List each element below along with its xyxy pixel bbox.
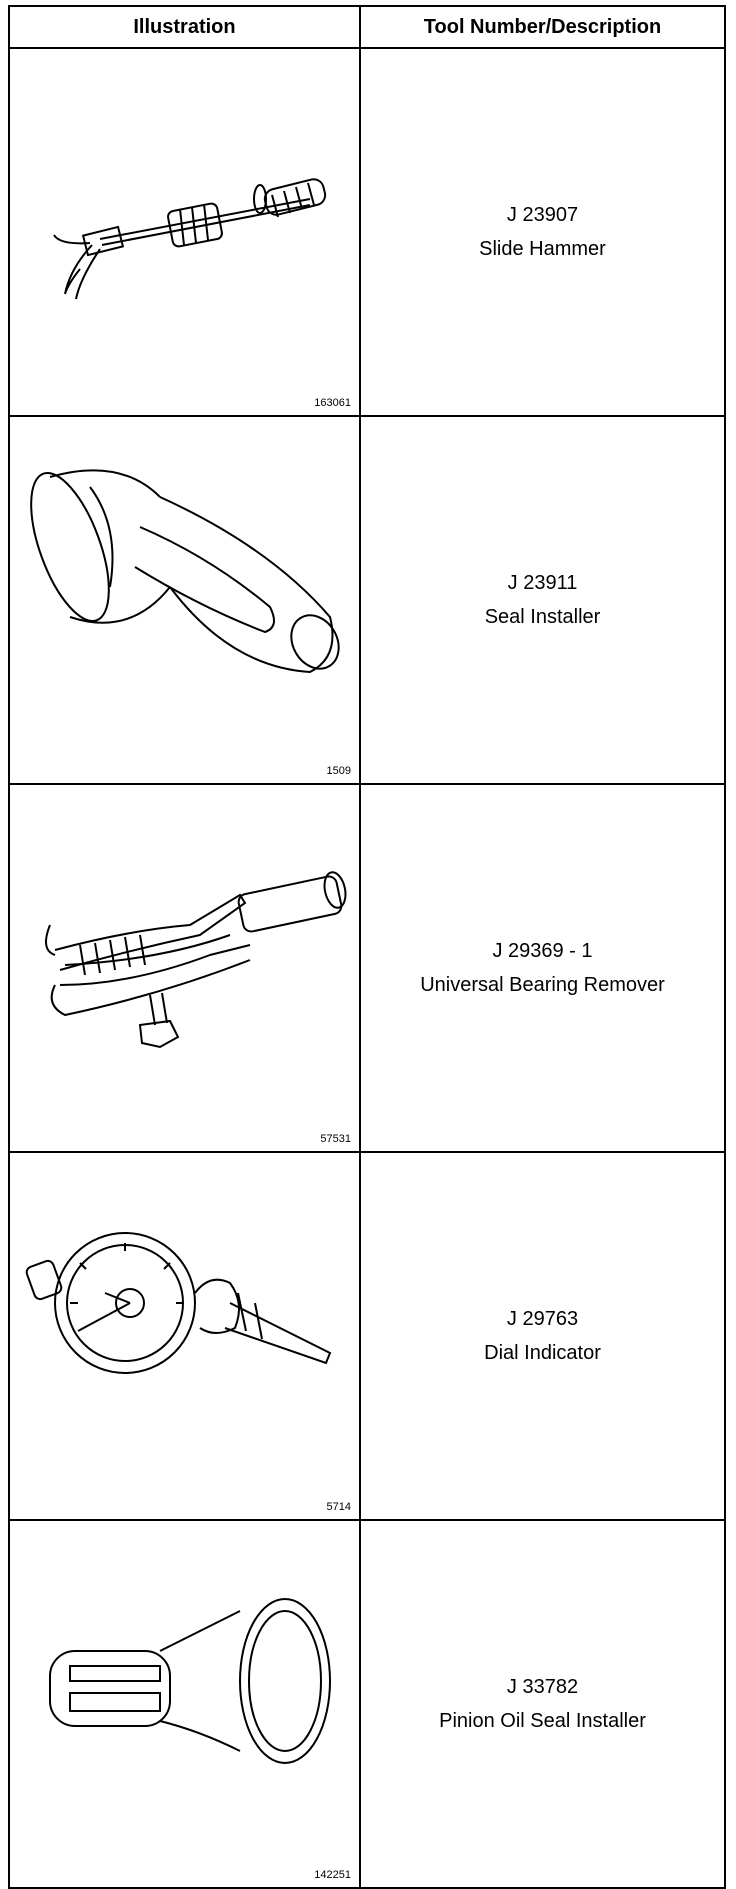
tool-name: Pinion Oil Seal Installer xyxy=(439,1710,646,1732)
tool-description-cell: J 23907 Slide Hammer xyxy=(361,49,724,415)
illustration-cell: 57531 xyxy=(10,785,361,1151)
tool-description-cell: J 29369 - 1 Universal Bearing Remover xyxy=(361,785,724,1151)
dial-indicator-icon xyxy=(25,1232,332,1374)
tool-number: J 23907 xyxy=(506,204,579,226)
illustration-cell: 142251 xyxy=(10,1521,361,1887)
table-row: 163061 J 23907 Slide Hammer xyxy=(10,49,724,417)
table-row: 57531 J 29369 - 1 Universal Bearing Remo… xyxy=(10,785,724,1153)
bearing-remover-icon xyxy=(45,871,347,1049)
figure-number: 57531 xyxy=(320,1133,351,1145)
illustration-cell: 1509 xyxy=(10,417,361,783)
tool-table: Illustration Tool Number/Description xyxy=(8,5,726,1889)
tool-number: J 29369 - 1 xyxy=(492,940,593,962)
tool-description-cell: J 29763 Dial Indicator xyxy=(361,1153,724,1519)
tool-name: Seal Installer xyxy=(484,606,601,628)
header-illustration: Illustration xyxy=(10,7,361,47)
tool-number: J 23911 xyxy=(507,572,578,594)
pinion-seal-installer-icon xyxy=(49,1598,331,1764)
illustration-cell: 5714 xyxy=(10,1153,361,1519)
seal-installer-icon xyxy=(30,469,340,674)
table-row: 1509 J 23911 Seal Installer xyxy=(10,417,724,785)
figure-number: 5714 xyxy=(326,1501,351,1513)
figure-number: 142251 xyxy=(314,1869,351,1881)
tool-name: Dial Indicator xyxy=(484,1342,601,1364)
figure-number: 163061 xyxy=(314,397,351,409)
table-row: 5714 J 29763 Dial Indicator xyxy=(10,1153,724,1521)
tool-number: J 29763 xyxy=(506,1308,579,1330)
table-header: Illustration Tool Number/Description xyxy=(10,7,724,49)
tool-description-cell: J 33782 Pinion Oil Seal Installer xyxy=(361,1521,724,1887)
figure-number: 1509 xyxy=(326,765,351,777)
slide-hammer-icon xyxy=(53,178,327,300)
header-tool: Tool Number/Description xyxy=(423,15,662,38)
tool-number: J 33782 xyxy=(506,1676,579,1698)
tool-name: Slide Hammer xyxy=(479,238,606,260)
illustration-cell: 163061 xyxy=(10,49,361,415)
table-row: 142251 J 33782 Pinion Oil Seal Installer xyxy=(10,1521,724,1887)
tool-name: Universal Bearing Remover xyxy=(420,974,665,996)
tool-description-cell: J 23911 Seal Installer xyxy=(361,417,724,783)
